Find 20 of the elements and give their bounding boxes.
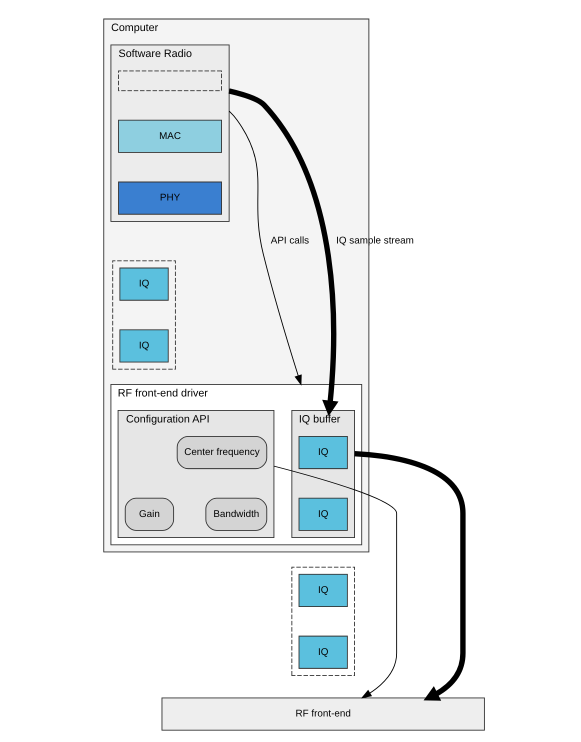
node-box: MAC: [118, 120, 222, 153]
node-box: IQ: [119, 329, 169, 362]
node-box: IQ: [298, 498, 348, 531]
arrow: [273, 466, 398, 698]
node-box: Gain: [124, 498, 174, 531]
node-box: IQ: [298, 574, 348, 608]
node-box: IQ: [298, 436, 348, 470]
node-box: IQ: [298, 636, 348, 669]
node-box: IQ: [119, 268, 169, 301]
node-box: RF front-end: [162, 697, 485, 731]
cluster: [112, 260, 176, 370]
cluster: [291, 566, 355, 676]
arrow: [228, 88, 338, 416]
node-box: PHY: [118, 182, 222, 215]
arrow: [228, 110, 302, 386]
edge-label: API calls: [270, 236, 310, 247]
node-box: Center frequency: [176, 436, 268, 470]
node-box: [118, 70, 222, 92]
arrow: [354, 450, 466, 701]
node-box: Bandwidth: [205, 498, 268, 531]
